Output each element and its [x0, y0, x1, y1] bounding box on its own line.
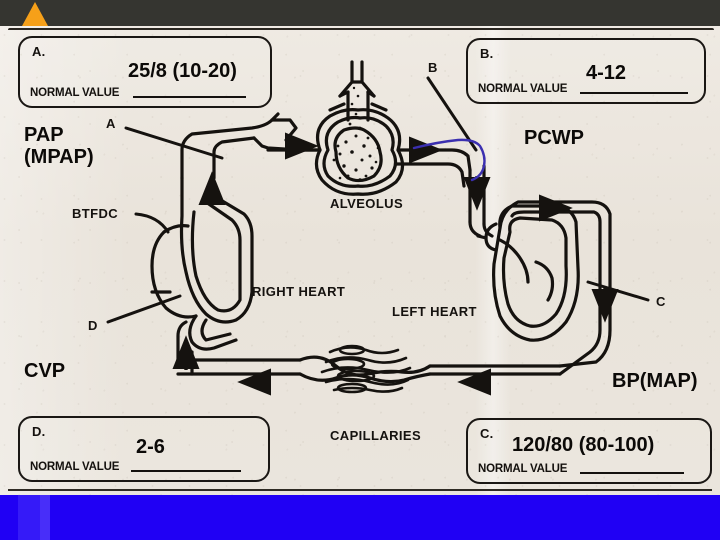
- pointer-leaders: [106, 76, 650, 324]
- box-d-value: 2-6: [136, 436, 165, 458]
- normal-value-box-d: D. NORMAL VALUE 2-6: [18, 416, 270, 482]
- label-alveolus: ALVEOLUS: [330, 196, 404, 211]
- box-d-letter: D.: [32, 424, 46, 439]
- box-c-value: 120/80 (80-100): [512, 434, 655, 456]
- box-c-rule: [580, 472, 684, 474]
- pointer-b-letter: B: [428, 60, 438, 75]
- pointer-a-letter: A: [106, 116, 116, 131]
- orange-triangle-icon: [22, 2, 48, 26]
- label-capillaries: CAPILLARIES: [330, 428, 422, 443]
- bottom-bar-stripe-light: [40, 495, 50, 540]
- param-pcwp: PCWP: [524, 127, 584, 149]
- box-a-normal-value-label: NORMAL VALUE: [30, 87, 120, 99]
- label-btfdc: BTFDC: [72, 206, 119, 221]
- label-left-heart: LEFT HEART: [392, 304, 477, 319]
- box-a-rule: [133, 96, 246, 98]
- box-c-letter: C.: [480, 426, 494, 441]
- flow-arrows: [172, 132, 619, 396]
- box-a-letter: A.: [32, 44, 46, 59]
- box-c-normal-value-label: NORMAL VALUE: [478, 463, 568, 475]
- box-b-rule: [580, 92, 688, 94]
- normal-value-box-b: B. NORMAL VALUE 4-12: [466, 38, 706, 104]
- paper-bottom-edge: [8, 489, 712, 491]
- paper-top-edge: [8, 28, 714, 30]
- bottom-bar-stripe: [18, 495, 40, 540]
- pointer-c-letter: C: [656, 294, 666, 309]
- box-b-normal-value-label: NORMAL VALUE: [478, 83, 568, 95]
- box-a-value: 25/8 (10-20): [128, 60, 237, 82]
- box-b-value: 4-12: [586, 62, 627, 84]
- label-right-heart: RIGHT HEART: [252, 284, 346, 299]
- box-d-rule: [131, 470, 241, 472]
- bottom-chrome-bar: [0, 495, 720, 540]
- pointer-d-letter: D: [88, 318, 98, 333]
- ink-annotation: [412, 138, 486, 182]
- box-b-letter: B.: [480, 46, 494, 61]
- box-d-normal-value-label: NORMAL VALUE: [30, 461, 120, 473]
- top-chrome-bar: [0, 0, 720, 26]
- normal-value-box-a: A. NORMAL VALUE 25/8 (10-20): [18, 36, 272, 108]
- param-pap: PAP (MPAP): [24, 124, 94, 169]
- param-bp-map: BP(MAP): [612, 370, 698, 392]
- normal-value-box-c: C. NORMAL VALUE 120/80 (80-100): [466, 418, 712, 484]
- param-cvp: CVP: [24, 360, 66, 382]
- alveolus-stipple: [332, 86, 380, 182]
